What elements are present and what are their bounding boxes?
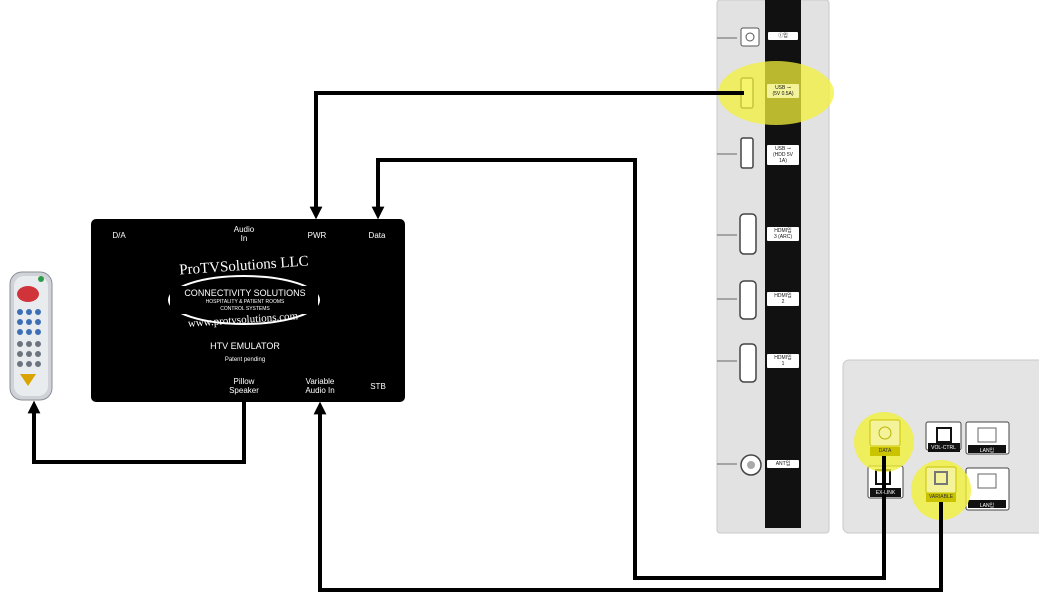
hdmi-port-icon xyxy=(739,343,757,383)
side-port-label-power: Ⓘ입 xyxy=(768,32,798,40)
side-port-label-ant: ANT입 xyxy=(767,460,799,468)
pillow-speaker-to-remote-wire xyxy=(27,400,246,464)
htv-emulator-box xyxy=(91,219,405,402)
variable-to-variable-audio-wire xyxy=(313,401,943,592)
power-port-icon xyxy=(740,27,760,47)
side-port-label-hdmi-3: HDMI입 3 (ARC) xyxy=(767,227,799,241)
side-port-label-usb-2: USB ⊸ (HDD 5V 1A) xyxy=(767,145,799,165)
usb-port-icon xyxy=(740,137,754,169)
rear-port-label-vol-ctrl: VOL-CTRL xyxy=(931,445,956,451)
port-label-da: D/A xyxy=(112,231,126,240)
tagline: Connectivity Solutions xyxy=(184,288,306,298)
port-label-variable-audio-in: Variable Audio In xyxy=(305,377,335,395)
side-port-label-hdmi-2: HDMI입 2 xyxy=(767,292,799,306)
side-port-label-usb-1: USB ⊸ (5V 0.5A) xyxy=(767,84,799,98)
port-label-stb: STB xyxy=(370,382,386,391)
rear-port-label-lan-1: LAN입 xyxy=(979,448,995,454)
rear-port-label-variable: VARIABLE xyxy=(928,494,954,500)
hdmi-port-icon xyxy=(739,213,757,255)
subline-2: Control Systems xyxy=(220,306,270,312)
hdmi-port-icon xyxy=(739,280,757,320)
tv-rear-panel xyxy=(842,359,1039,534)
port-label-audio-in: Audio In xyxy=(233,225,255,243)
port-label-data: Data xyxy=(368,231,386,240)
usb-to-pwr-wire xyxy=(309,91,744,220)
port-label-pwr: PWR xyxy=(307,231,327,240)
rear-port-label-data: DATA xyxy=(878,448,892,454)
rear-port-label-lan-2: LAN입 xyxy=(979,503,995,509)
port-label-pillow-speaker: Pillow Speaker xyxy=(229,377,259,395)
patent-status: Patent pending xyxy=(224,357,266,363)
remote-control-icon xyxy=(9,271,53,401)
rear-port-label-ex-link: EX-LINK xyxy=(875,490,896,496)
data-to-data-wire xyxy=(371,158,886,580)
side-port-label-hdmi-1: HDMI입 1 xyxy=(767,354,799,368)
wires xyxy=(27,91,943,592)
coax-port-icon xyxy=(740,454,762,476)
subline-1: Hospitality & Patient Rooms xyxy=(205,299,285,305)
tv-side-panel xyxy=(716,0,834,534)
product-name: HTV EMULATOR xyxy=(210,341,280,351)
